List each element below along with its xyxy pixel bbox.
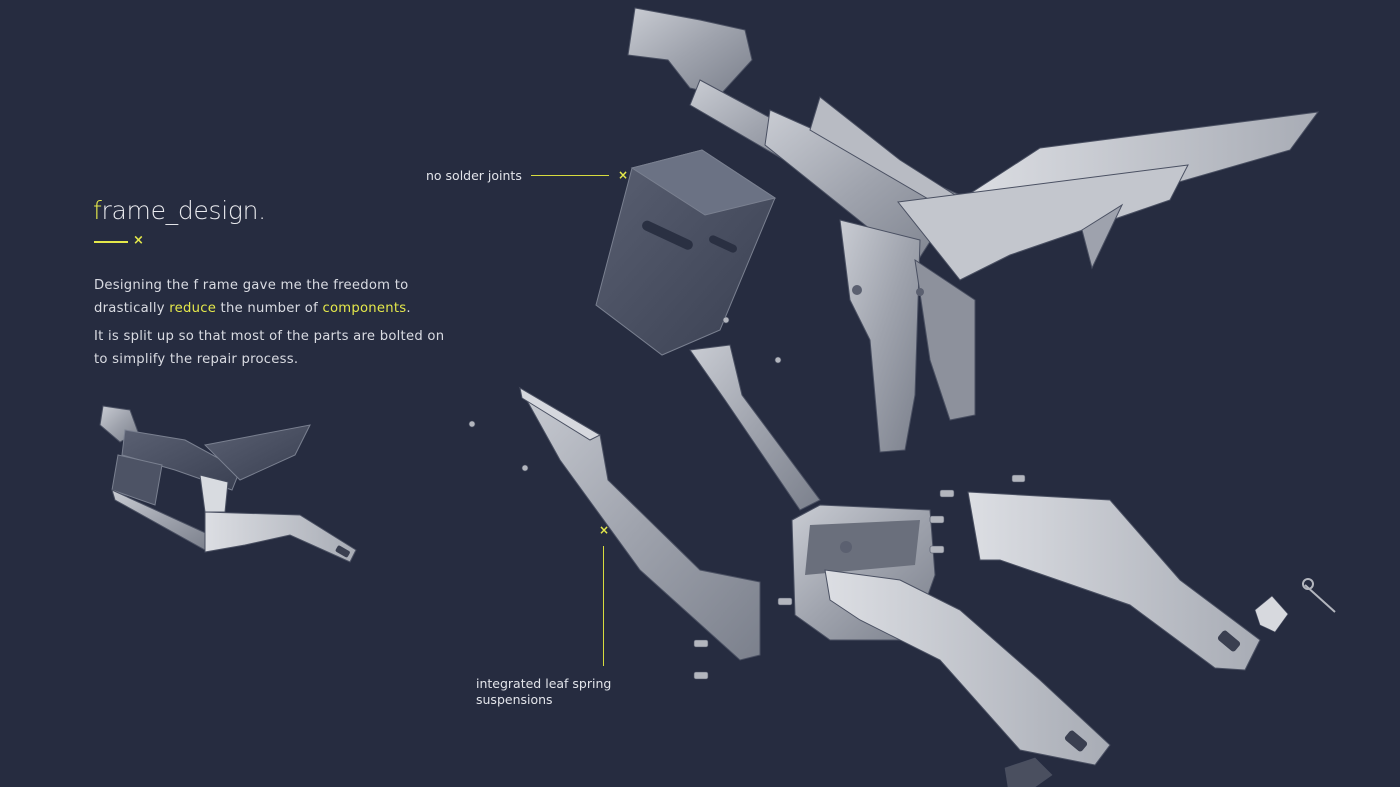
callout-solder-marker: × <box>618 168 629 182</box>
rear-rod-part <box>689 344 821 511</box>
title-x-marker: × <box>133 233 144 248</box>
callout-solder-line <box>531 175 609 176</box>
title-first-letter: f <box>93 196 102 225</box>
intro-text-3: . <box>406 300 411 316</box>
intro-text-2: the number of <box>216 300 323 316</box>
highlight-components: components <box>322 300 407 316</box>
main-frame-part <box>627 7 1320 453</box>
motor-mount-part <box>791 504 1111 766</box>
title-rest: rame_design. <box>101 196 267 225</box>
intro-text-1: Designing the f rame gave me the freedom… <box>94 278 409 316</box>
callout-leaf-spring: integrated leaf spring suspensions <box>476 676 612 707</box>
intro-paragraph-1: Designing the f rame gave me the freedom… <box>94 275 454 320</box>
page-title: frame_design. <box>93 196 266 225</box>
leaf-spring-part <box>518 386 761 661</box>
callout-spring-line <box>603 546 604 666</box>
callout-spring-marker: × <box>599 523 610 537</box>
title-underline <box>94 241 128 243</box>
battery-box-part <box>595 149 777 356</box>
intro-paragraph-2: It is split up so that most of the parts… <box>94 329 445 367</box>
highlight-reduce: reduce <box>169 300 217 316</box>
swing-arm-part <box>967 491 1261 671</box>
callout-no-solder-joints: no solder joints <box>426 168 522 183</box>
assembled-frame-thumbnail <box>99 405 357 563</box>
bolts-and-screws <box>468 316 1336 787</box>
